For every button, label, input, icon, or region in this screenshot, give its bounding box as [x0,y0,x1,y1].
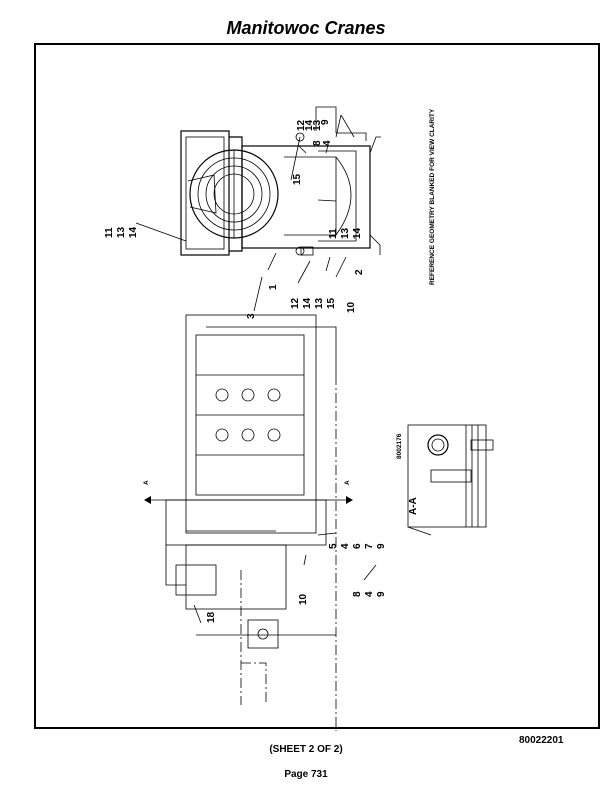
callout-10-side: 10 [298,593,309,605]
callout-15-top: 15 [292,173,303,185]
callout-8-side: 8 [352,591,363,597]
callout-14-bottom: 14 [302,297,313,309]
callouts: 11 13 14 12 14 13 8 4 9 15 11 13 14 3 1 … [104,119,387,623]
callout-11-top-left: 11 [104,227,115,238]
section-line-a-a: A A [143,480,353,504]
callout-1: 1 [268,284,279,290]
callout-11-right: 11 [328,228,339,239]
callout-8-top: 8 [312,140,323,146]
callout-14-top: 14 [304,119,315,131]
callout-12-bottom: 12 [290,297,301,309]
callout-10-top: 10 [346,301,357,313]
callout-5: 5 [328,543,339,549]
callout-leaders-side [193,532,377,624]
callout-7: 7 [364,543,375,549]
callout-13-right: 13 [340,227,351,239]
section-a-a-detail: 8002176 A-A [396,424,494,536]
section-small-code: 8002176 [396,433,403,459]
callout-9-top: 9 [320,119,331,125]
callout-4-top: 4 [322,140,333,146]
callout-12-top: 12 [296,119,307,131]
callout-9-side-2: 9 [376,591,387,597]
callout-4-side: 4 [340,543,351,549]
callout-3: 3 [246,313,257,319]
callout-4-side-2: 4 [364,591,375,597]
callout-13-top-left: 13 [116,226,127,238]
callout-leaders-top [135,114,355,312]
section-marker-left: A [143,480,150,485]
section-label: A-A [408,497,419,515]
callout-18: 18 [206,611,217,623]
drawing-number: 80022201 [519,735,564,746]
technical-drawing: A A 8002176 A-A 11 13 14 12 14 13 8 4 9 … [104,106,494,731]
page-number: Page 731 [284,769,328,780]
callout-15-bottom: 15 [326,297,337,309]
section-marker-right: A [344,480,351,485]
callout-14-top-left: 14 [128,226,139,238]
engine-side-view [165,314,337,731]
callout-9-side: 9 [376,543,387,549]
callout-13-bottom: 13 [314,297,325,309]
page-title: Manitowoc Cranes [226,18,386,38]
reference-note: REFERENCE GEOMETRY BLANKED FOR VIEW CLAR… [429,108,436,285]
callout-13-top: 13 [312,119,323,131]
drawing-frame: A A 8002176 A-A 11 13 14 12 14 13 8 4 9 … [34,43,600,731]
callout-6: 6 [352,543,363,549]
callout-2: 2 [354,269,365,275]
sheet-label: (SHEET 2 OF 2) [269,744,343,755]
callout-14-right: 14 [352,227,363,239]
radiator-top-view [180,106,381,256]
